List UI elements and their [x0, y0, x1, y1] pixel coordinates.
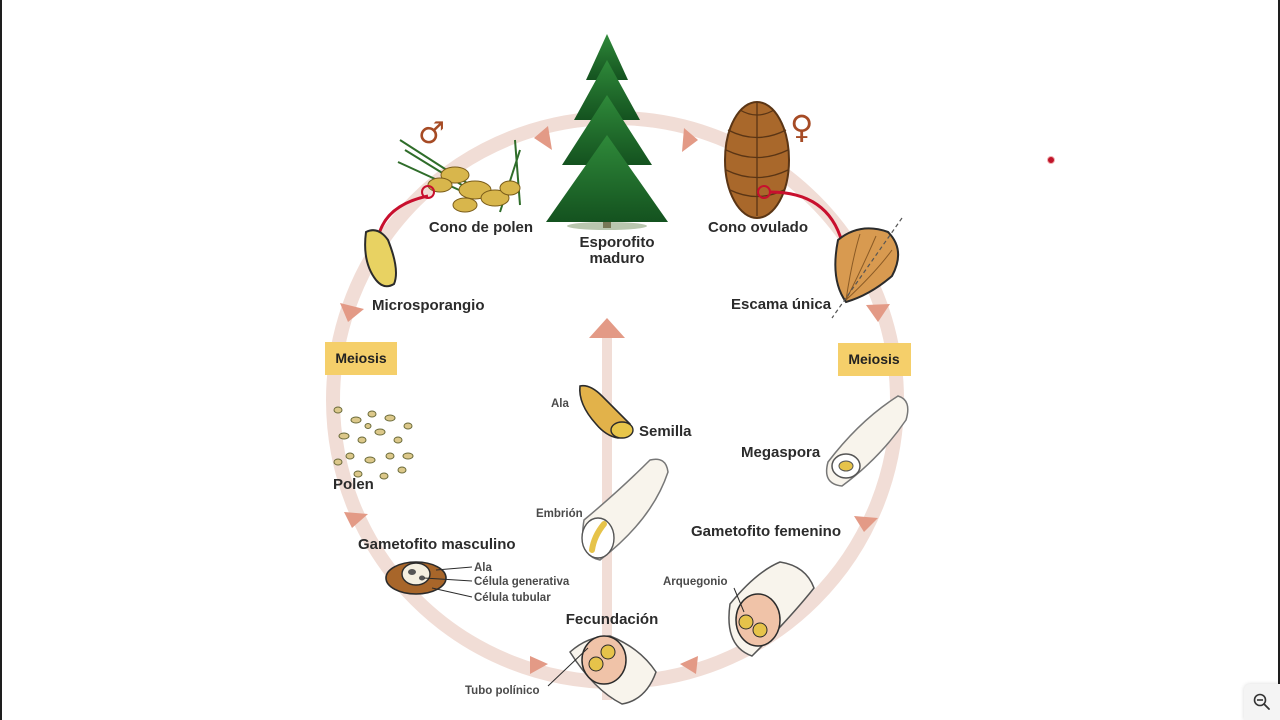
label-celula-generativa: Célula generativa — [474, 576, 570, 588]
zoom-out-icon — [1253, 693, 1270, 710]
pollen-grains — [333, 406, 414, 480]
label-celula-tubular: Célula tubular — [474, 592, 551, 604]
cursor-dot — [1047, 156, 1055, 164]
arrow-top-right — [682, 128, 698, 152]
label-esporofito-2: maduro — [589, 250, 644, 267]
label-polen: Polen — [333, 476, 374, 493]
arrow-left-lower — [344, 512, 368, 528]
meiosis-label-right: Meiosis — [848, 351, 900, 367]
label-microsporangio: Microsporangio — [372, 297, 485, 314]
female-symbol: ♀ — [790, 108, 813, 146]
cycle-arrows — [340, 126, 890, 674]
label-embrion: Embrión — [536, 508, 583, 520]
arrow-right-upper — [866, 304, 890, 322]
arrow-bottom-left — [530, 656, 548, 674]
seed-illustration — [579, 384, 634, 439]
label-ala-gametofito: Ala — [474, 562, 493, 574]
red-connector-female — [769, 190, 844, 243]
label-gametofito-femenino: Gametofito femenino — [691, 523, 841, 540]
label-semilla: Semilla — [639, 423, 692, 440]
male-gametophyte-illustration — [385, 561, 473, 598]
microsporangium-illustration — [364, 229, 397, 288]
label-arquegonio: Arquegonio — [663, 576, 728, 588]
pollen-cone-illustration — [397, 139, 521, 213]
archegonium-illustration — [728, 561, 815, 657]
embryo-illustration — [581, 458, 669, 561]
center-arrow-head — [589, 318, 625, 338]
window-border-right — [1278, 0, 1280, 720]
scale-illustration — [831, 217, 903, 319]
fertilization-illustration — [547, 635, 657, 705]
label-cono-polen: Cono de polen — [429, 219, 533, 236]
meiosis-box-left — [325, 342, 397, 375]
label-escama: Escama única — [731, 296, 832, 313]
label-esporofito-1: Esporofito — [580, 234, 655, 251]
label-gametofito-masculino: Gametofito masculino — [358, 536, 516, 553]
arrow-bottom-right — [680, 656, 698, 674]
zoom-out-button[interactable] — [1244, 684, 1280, 720]
label-megaspora: Megaspora — [741, 444, 821, 461]
arrow-right-lower — [854, 516, 878, 532]
tree-illustration — [546, 34, 668, 230]
label-ala-semilla: Ala — [551, 398, 570, 410]
meiosis-box-right — [838, 343, 911, 376]
arrow-left-upper — [340, 303, 364, 322]
megaspore-illustration — [825, 395, 909, 487]
window-border-left — [0, 0, 2, 720]
arrow-top-left — [534, 126, 552, 150]
meiosis-label-left: Meiosis — [335, 350, 387, 366]
male-symbol: ♂ — [418, 116, 445, 151]
ovulate-cone-illustration — [724, 101, 790, 219]
label-tubo-polinico: Tubo polínico — [465, 685, 540, 697]
label-cono-ovulado: Cono ovulado — [708, 219, 808, 236]
label-fecundacion: Fecundación — [566, 611, 659, 628]
